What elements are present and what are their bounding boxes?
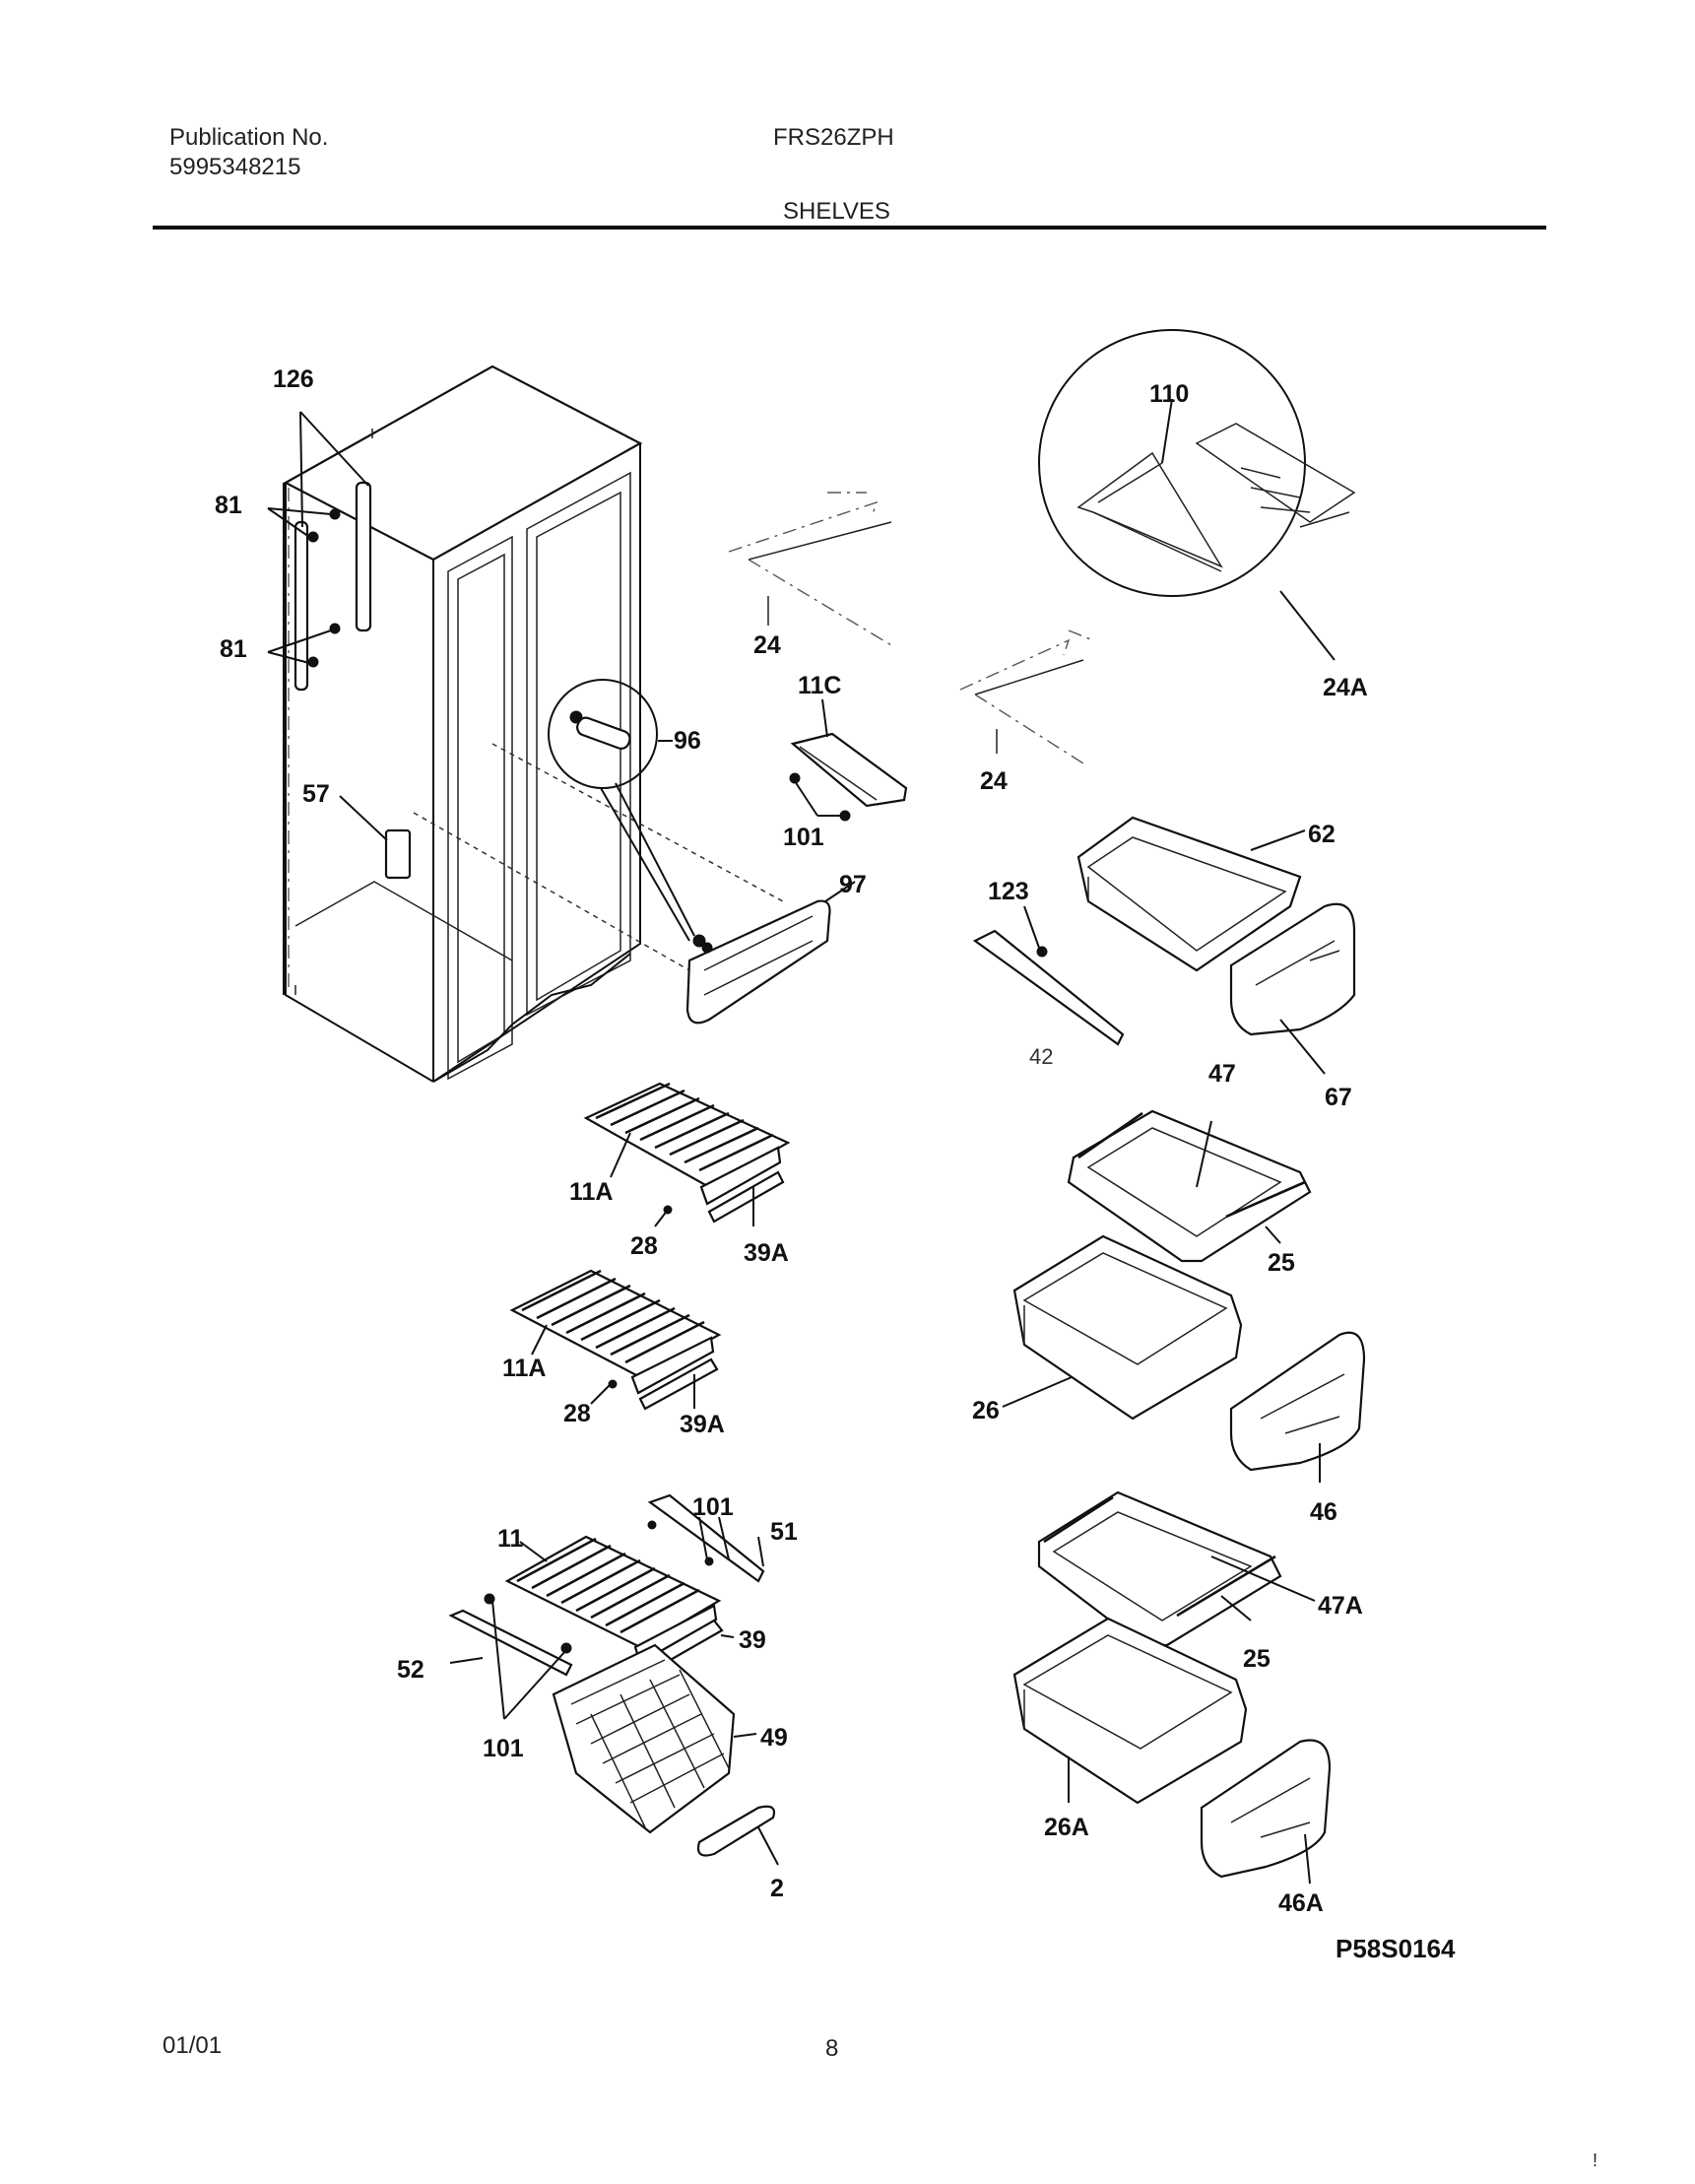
- callout-11a-lower: 11A: [502, 1355, 546, 1382]
- callout-97: 97: [839, 871, 867, 898]
- part-46-drawer-front: [1229, 1331, 1366, 1483]
- model-number: FRS26ZPH: [773, 124, 894, 151]
- part-47a-shelf: [1037, 1490, 1316, 1647]
- part-2-handle: [696, 1805, 779, 1866]
- callout-42: 42: [1029, 1044, 1053, 1069]
- callout-101-upper: 101: [783, 824, 824, 851]
- part-97-housing: [685, 881, 856, 1025]
- callout-62: 62: [1308, 821, 1336, 848]
- callout-46: 46: [1310, 1498, 1337, 1526]
- publication-label: Publication No.: [169, 124, 329, 151]
- part-52-bracket: [448, 1593, 573, 1720]
- part-11a-shelf-upper: [583, 1082, 791, 1227]
- glass-shelf-24-lower: [959, 629, 1094, 764]
- callout-123: 123: [988, 878, 1029, 905]
- publication-number: 5995348215: [169, 154, 301, 180]
- door-handle-assembly: [267, 411, 372, 692]
- footer-mark: !: [1593, 2151, 1598, 2170]
- part-26-drawer: [1002, 1234, 1243, 1421]
- callout-81-lower: 81: [220, 635, 247, 663]
- part-49-basket: [552, 1643, 757, 1834]
- screw-group-81-upper: [267, 507, 341, 543]
- callout-24-lower: 24: [980, 767, 1008, 795]
- part-96-detail: [548, 679, 695, 942]
- figure-id: P58S0164: [1336, 1934, 1456, 1963]
- footer-date: 01/01: [163, 2032, 223, 2059]
- callout-126: 126: [273, 365, 314, 393]
- callout-24-upper: 24: [753, 631, 781, 659]
- callout-2: 2: [770, 1875, 784, 1902]
- callout-51: 51: [770, 1518, 798, 1546]
- part-51-bracket: [647, 1493, 765, 1583]
- callout-11c: 11C: [798, 672, 841, 699]
- callout-67: 67: [1325, 1084, 1352, 1111]
- callout-25-lower: 25: [1243, 1645, 1271, 1673]
- callout-11a-upper: 11A: [569, 1178, 613, 1206]
- callout-49: 49: [760, 1724, 788, 1752]
- part-67-bin-front: [1229, 902, 1356, 1075]
- callout-39: 39: [739, 1626, 766, 1654]
- callout-57: 57: [302, 780, 330, 808]
- callout-39a-lower: 39A: [680, 1411, 725, 1438]
- callout-52: 52: [397, 1656, 424, 1684]
- callout-28-lower: 28: [563, 1400, 591, 1427]
- part-42-rail: [972, 905, 1125, 1046]
- part-11-shelf: [504, 1535, 735, 1675]
- part-110-detail: [1038, 329, 1356, 661]
- part-57-bracket: [339, 795, 412, 880]
- part-11a-shelf-lower: [509, 1269, 722, 1411]
- callout-101-lower: 101: [483, 1735, 524, 1762]
- header-rule: [153, 226, 1546, 230]
- callout-110: 110: [1149, 380, 1189, 408]
- callout-26a: 26A: [1044, 1814, 1089, 1841]
- part-46a-drawer-front: [1200, 1739, 1332, 1885]
- callout-46a: 46A: [1278, 1889, 1324, 1917]
- part-11c-bracket: [789, 698, 908, 822]
- callout-26: 26: [972, 1397, 1000, 1424]
- callout-101-middle: 101: [692, 1493, 734, 1521]
- callout-28-upper: 28: [630, 1232, 658, 1260]
- part-26a-drawer: [1012, 1617, 1248, 1805]
- callout-39a-upper: 39A: [744, 1239, 789, 1267]
- cabinet-illustration: [283, 364, 643, 1083]
- callout-11: 11: [497, 1525, 524, 1553]
- callout-25-upper: 25: [1268, 1249, 1295, 1277]
- footer-page-number: 8: [825, 2035, 839, 2062]
- part-47-shelf: [1067, 1109, 1312, 1263]
- callout-47a: 47A: [1318, 1592, 1363, 1620]
- glass-shelf-24-upper: [728, 492, 892, 646]
- callout-47: 47: [1208, 1060, 1236, 1088]
- part-62-bin: [1076, 816, 1306, 972]
- callout-81-upper: 81: [215, 492, 242, 519]
- screw-group-81-lower: [267, 623, 341, 668]
- callout-24a: 24A: [1323, 674, 1368, 701]
- callout-96: 96: [674, 727, 701, 755]
- section-title: SHELVES: [783, 198, 890, 225]
